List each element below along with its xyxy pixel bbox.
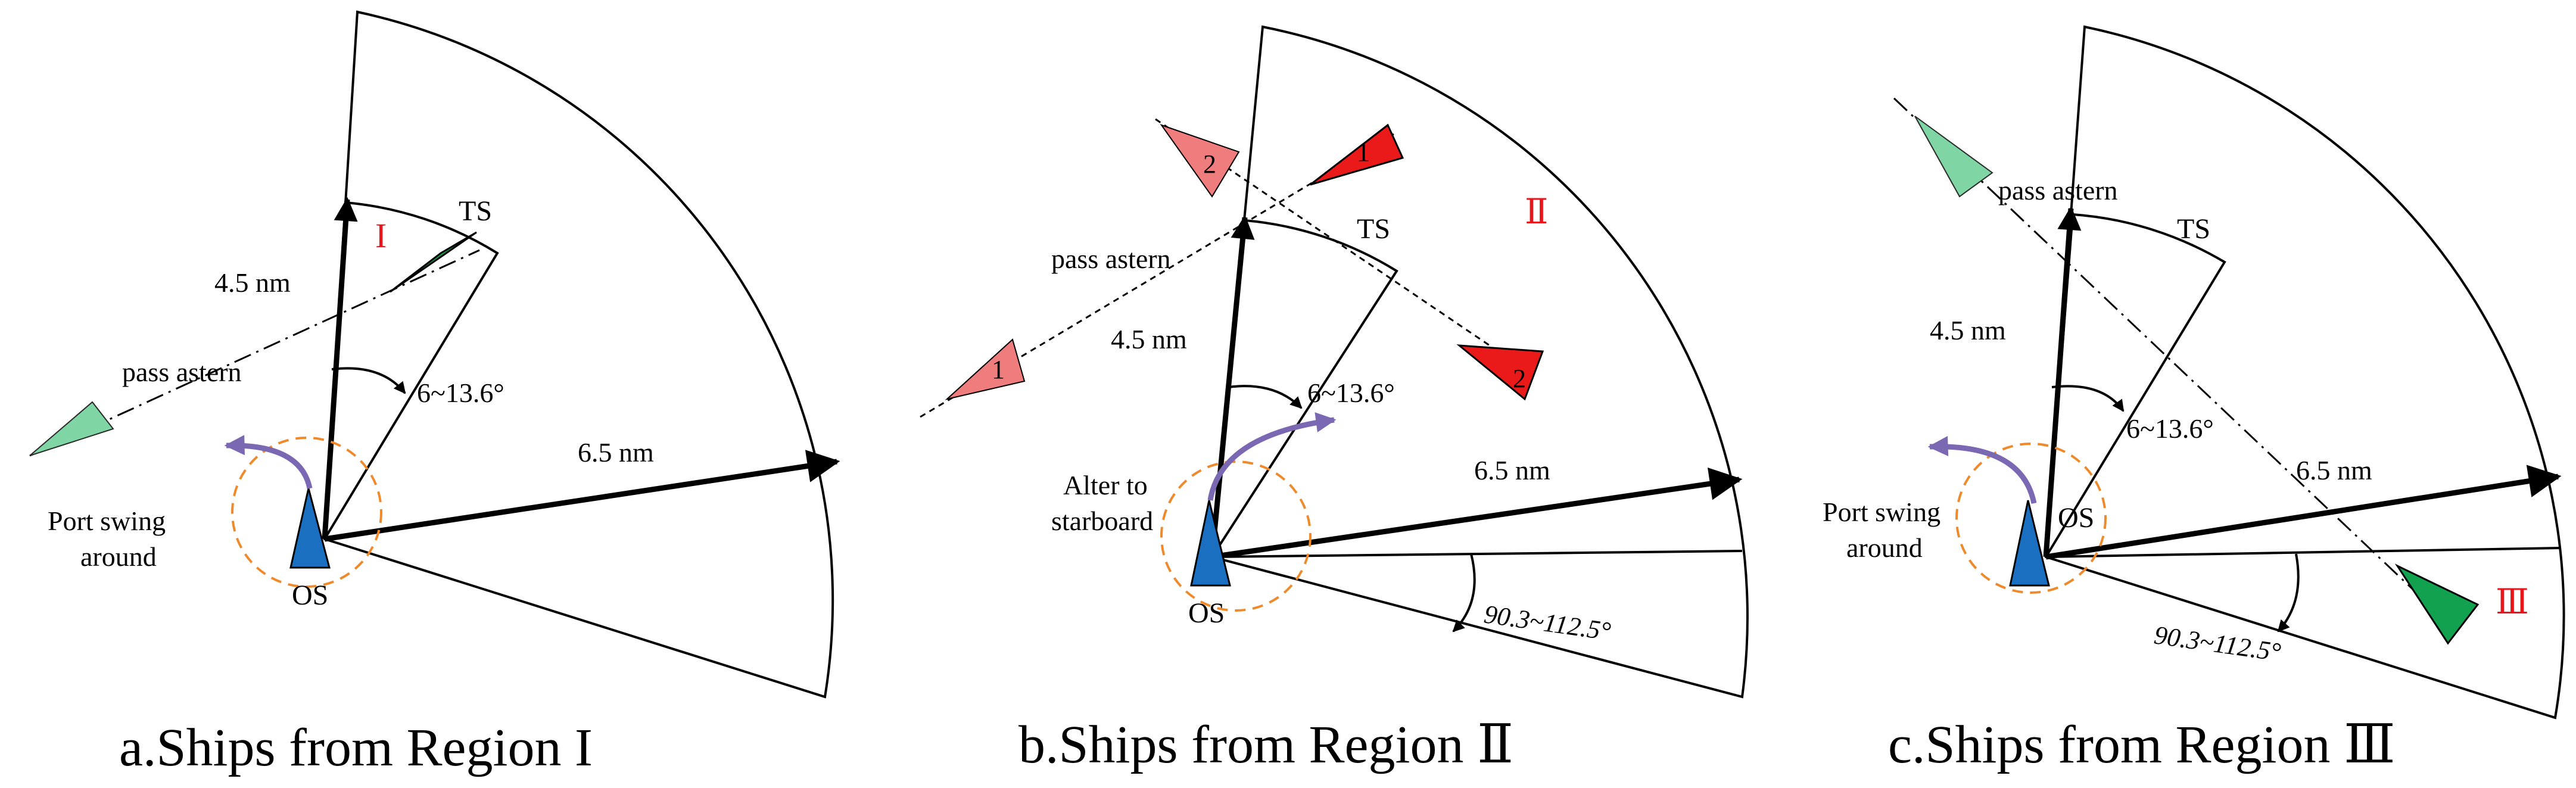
maneuver-label: Alter to starboard — [1051, 470, 1154, 536]
target-ship-icon — [2394, 563, 2480, 645]
angle-arc-2 — [1452, 553, 1476, 633]
angle-arc — [1228, 385, 1303, 409]
starboard-turn-arrow — [1207, 412, 1337, 501]
pass-astern-label: pass astern — [1998, 175, 2118, 205]
range-4-5-arrow — [2043, 206, 2082, 557]
port-swing-arrow — [224, 435, 313, 489]
distance-inner-label: 4.5 nm — [1111, 324, 1187, 354]
maneuver-label: Port swing around — [1823, 497, 1948, 563]
angle-label-2: 90.3~112.5° — [1482, 599, 1613, 646]
sector-outline — [1210, 25, 1749, 699]
os-label: OS — [1188, 597, 1225, 629]
os-label: OS — [2058, 502, 2094, 534]
target-ship-ghost-icon — [1160, 124, 1240, 198]
target-ship-icon — [1310, 123, 1404, 186]
ts-label: TS — [2177, 213, 2210, 245]
target-ship-ghost-icon — [1914, 116, 1993, 198]
region-mark: Ⅱ — [1525, 192, 1548, 231]
sector-outline — [323, 10, 834, 699]
beam-line — [2045, 547, 2562, 558]
angle-label: 6~13.6° — [417, 378, 504, 408]
ship-number: 1 — [1357, 138, 1370, 167]
range-6-5-arrow — [324, 450, 840, 542]
angle-arc — [331, 367, 406, 394]
distance-outer-label: 6.5 nm — [1474, 455, 1550, 485]
os-label: OS — [292, 580, 328, 611]
angle-arc — [2051, 385, 2125, 412]
own-ship-icon — [289, 488, 331, 569]
own-ship-icon — [1190, 500, 1231, 587]
maneuver-label: Port swing around — [48, 506, 173, 572]
ts-label: TS — [459, 195, 492, 227]
sector-outline — [2044, 25, 2565, 720]
region-mark: Ⅲ — [2496, 583, 2529, 621]
own-ship-range-circle — [1160, 460, 1312, 612]
distance-outer-label: 6.5 nm — [2296, 455, 2372, 485]
target-ship-ghost-icon — [945, 338, 1026, 400]
ship-number: 2 — [1513, 364, 1526, 393]
range-6-5-arrow — [1211, 467, 1743, 560]
distance-inner-label: 4.5 nm — [1930, 315, 2006, 345]
angle-label: 6~13.6° — [2126, 413, 2214, 444]
panel-caption: b.Ships from Region Ⅱ — [1018, 715, 1513, 774]
ts-label: TS — [1357, 213, 1390, 245]
target-ship-icon — [1456, 344, 1544, 401]
panel-caption: a.Ships from Region I — [119, 718, 593, 777]
panel-b: 1 2 1 2 TS Ⅱ pass astern 4.5 nm 6~13.6° … — [920, 25, 1749, 774]
inner-sector — [1211, 219, 1398, 558]
angle-label: 6~13.6° — [1307, 378, 1395, 408]
range-6-5-arrow — [2045, 465, 2562, 560]
inner-sector — [2045, 213, 2226, 558]
own-ship-range-circle — [231, 437, 382, 588]
angle-label-2: 90.3~112.5° — [2153, 620, 2283, 666]
panel-c: pass astern TS 4.5 nm 6~13.6° 6.5 nm OS … — [1823, 25, 2565, 774]
pass-astern-label: pass astern — [1051, 244, 1171, 274]
target-ship-icon — [390, 231, 477, 293]
beam-line — [1211, 550, 1743, 558]
angle-arc-2 — [2277, 553, 2300, 633]
own-ship-range-circle — [1955, 443, 2107, 594]
ship-number: 2 — [1203, 149, 1216, 179]
port-swing-arrow — [1927, 436, 2037, 504]
pass-astern-label: pass astern — [122, 357, 242, 387]
own-ship-icon — [2009, 500, 2050, 587]
panel-caption: c.Ships from Region Ⅲ — [1888, 715, 2396, 774]
pass-astern-line — [29, 249, 480, 457]
distance-outer-label: 6.5 nm — [578, 437, 654, 468]
region-mark: I — [375, 216, 387, 255]
range-4-5-arrow — [1209, 215, 1255, 557]
target-ship-ghost-icon — [29, 401, 114, 456]
distance-inner-label: 4.5 nm — [214, 267, 291, 298]
panel-a: TS I 4.5 nm pass astern 6~13.6° 6.5 nm P… — [29, 10, 840, 777]
ship-number: 1 — [992, 355, 1005, 384]
